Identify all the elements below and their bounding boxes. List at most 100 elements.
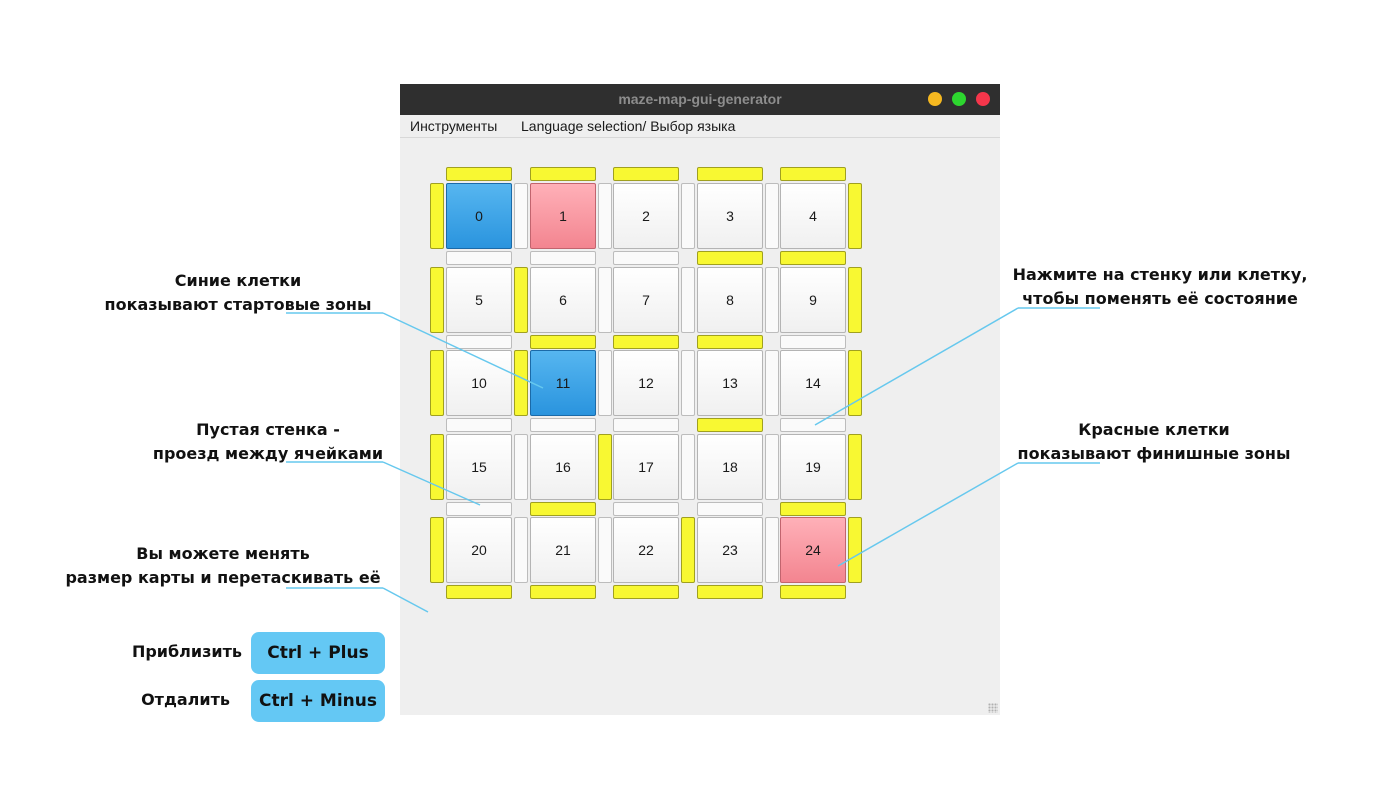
h-wall[interactable] bbox=[780, 167, 846, 181]
v-wall[interactable] bbox=[765, 350, 779, 416]
h-wall[interactable] bbox=[530, 251, 596, 265]
v-wall[interactable] bbox=[514, 267, 528, 333]
v-wall[interactable] bbox=[848, 517, 862, 583]
h-wall[interactable] bbox=[697, 335, 763, 349]
maze-cell[interactable]: 0 bbox=[446, 183, 512, 249]
maze-cell[interactable]: 17 bbox=[613, 434, 679, 500]
v-wall[interactable] bbox=[681, 267, 695, 333]
maze-cell[interactable]: 24 bbox=[780, 517, 846, 583]
h-wall[interactable] bbox=[780, 251, 846, 265]
v-wall[interactable] bbox=[848, 350, 862, 416]
maze-cell[interactable]: 2 bbox=[613, 183, 679, 249]
shortcut-zoom-out-label: Отдалить bbox=[141, 690, 230, 709]
v-wall[interactable] bbox=[765, 267, 779, 333]
v-wall[interactable] bbox=[765, 517, 779, 583]
v-wall[interactable] bbox=[514, 350, 528, 416]
maze-cell[interactable]: 11 bbox=[530, 350, 596, 416]
maze-cell[interactable]: 1 bbox=[530, 183, 596, 249]
annotation-red-line-2: показывают финишные зоны bbox=[1017, 444, 1291, 463]
maze-cell[interactable]: 19 bbox=[780, 434, 846, 500]
maximize-button[interactable] bbox=[952, 92, 966, 106]
maze-cell[interactable]: 21 bbox=[530, 517, 596, 583]
v-wall[interactable] bbox=[598, 434, 612, 500]
title-bar[interactable]: maze-map-gui-generator bbox=[400, 84, 1000, 115]
h-wall[interactable] bbox=[780, 335, 846, 349]
h-wall[interactable] bbox=[613, 335, 679, 349]
h-wall[interactable] bbox=[613, 585, 679, 599]
maze-cell[interactable]: 16 bbox=[530, 434, 596, 500]
v-wall[interactable] bbox=[765, 434, 779, 500]
v-wall[interactable] bbox=[430, 434, 444, 500]
maze-cell[interactable]: 14 bbox=[780, 350, 846, 416]
v-wall[interactable] bbox=[765, 183, 779, 249]
v-wall[interactable] bbox=[848, 267, 862, 333]
h-wall[interactable] bbox=[446, 167, 512, 181]
h-wall[interactable] bbox=[530, 585, 596, 599]
v-wall[interactable] bbox=[514, 183, 528, 249]
maze-cell[interactable]: 6 bbox=[530, 267, 596, 333]
maze-cell-number: 20 bbox=[471, 542, 487, 558]
v-wall[interactable] bbox=[681, 350, 695, 416]
maze-cell[interactable]: 12 bbox=[613, 350, 679, 416]
h-wall[interactable] bbox=[697, 502, 763, 516]
maze-cell[interactable]: 23 bbox=[697, 517, 763, 583]
menu-language[interactable]: Language selection/ Выбор языка bbox=[521, 118, 736, 134]
h-wall[interactable] bbox=[446, 251, 512, 265]
h-wall[interactable] bbox=[530, 502, 596, 516]
v-wall[interactable] bbox=[430, 267, 444, 333]
window-title: maze-map-gui-generator bbox=[618, 91, 782, 107]
v-wall[interactable] bbox=[598, 183, 612, 249]
annotation-resize-line-2: размер карты и перетаскивать её bbox=[65, 568, 381, 587]
minimize-button[interactable] bbox=[928, 92, 942, 106]
v-wall[interactable] bbox=[598, 267, 612, 333]
h-wall[interactable] bbox=[697, 251, 763, 265]
h-wall[interactable] bbox=[697, 418, 763, 432]
v-wall[interactable] bbox=[598, 350, 612, 416]
h-wall[interactable] bbox=[530, 335, 596, 349]
annotation-click-line-1: Нажмите на стенку или клетку, bbox=[1012, 265, 1308, 284]
resize-grip-icon[interactable] bbox=[988, 703, 998, 713]
maze-cell-number: 6 bbox=[559, 292, 567, 308]
v-wall[interactable] bbox=[514, 517, 528, 583]
maze-cell[interactable]: 3 bbox=[697, 183, 763, 249]
v-wall[interactable] bbox=[430, 183, 444, 249]
v-wall[interactable] bbox=[514, 434, 528, 500]
maze-cell[interactable]: 5 bbox=[446, 267, 512, 333]
h-wall[interactable] bbox=[613, 418, 679, 432]
h-wall[interactable] bbox=[446, 335, 512, 349]
maze-cell[interactable]: 4 bbox=[780, 183, 846, 249]
h-wall[interactable] bbox=[446, 585, 512, 599]
h-wall[interactable] bbox=[446, 502, 512, 516]
menu-tools[interactable]: Инструменты bbox=[410, 118, 498, 134]
h-wall[interactable] bbox=[530, 418, 596, 432]
h-wall[interactable] bbox=[697, 167, 763, 181]
v-wall[interactable] bbox=[848, 183, 862, 249]
v-wall[interactable] bbox=[430, 517, 444, 583]
v-wall[interactable] bbox=[848, 434, 862, 500]
maze-cell[interactable]: 7 bbox=[613, 267, 679, 333]
maze-cell[interactable]: 15 bbox=[446, 434, 512, 500]
maze-cell[interactable]: 8 bbox=[697, 267, 763, 333]
maze-cell[interactable]: 18 bbox=[697, 434, 763, 500]
v-wall[interactable] bbox=[598, 517, 612, 583]
h-wall[interactable] bbox=[780, 418, 846, 432]
maze-cell[interactable]: 10 bbox=[446, 350, 512, 416]
v-wall[interactable] bbox=[681, 183, 695, 249]
maze-cell[interactable]: 13 bbox=[697, 350, 763, 416]
h-wall[interactable] bbox=[613, 251, 679, 265]
v-wall[interactable] bbox=[430, 350, 444, 416]
maze-cell[interactable]: 20 bbox=[446, 517, 512, 583]
h-wall[interactable] bbox=[613, 167, 679, 181]
maze-cell[interactable]: 9 bbox=[780, 267, 846, 333]
maze-cell[interactable]: 22 bbox=[613, 517, 679, 583]
h-wall[interactable] bbox=[780, 585, 846, 599]
maze-cell-number: 4 bbox=[809, 208, 817, 224]
v-wall[interactable] bbox=[681, 434, 695, 500]
v-wall[interactable] bbox=[681, 517, 695, 583]
h-wall[interactable] bbox=[697, 585, 763, 599]
h-wall[interactable] bbox=[613, 502, 679, 516]
h-wall[interactable] bbox=[780, 502, 846, 516]
close-button[interactable] bbox=[976, 92, 990, 106]
h-wall[interactable] bbox=[446, 418, 512, 432]
h-wall[interactable] bbox=[530, 167, 596, 181]
